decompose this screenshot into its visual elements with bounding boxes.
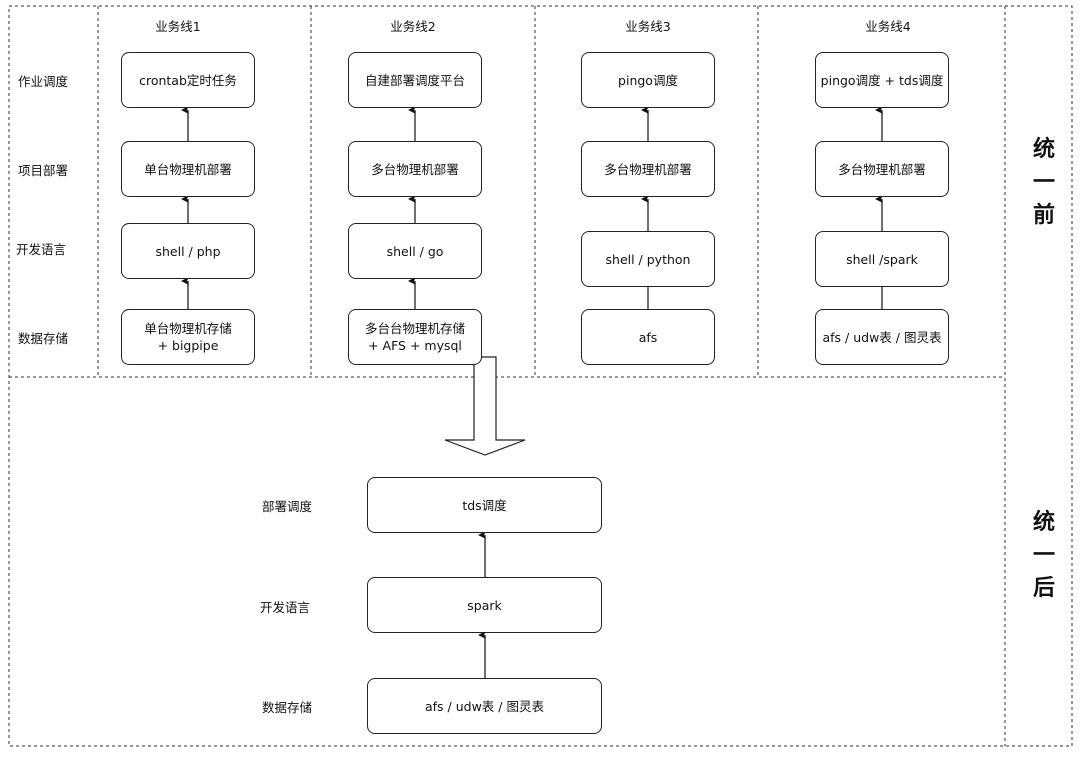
node: shell / go <box>348 223 482 279</box>
node: 多台物理机部署 <box>348 141 482 197</box>
node: 多台台物理机存储 + AFS + mysql <box>348 309 482 365</box>
side-char: 一 <box>1032 170 1055 195</box>
lane-title: 业务线2 <box>390 19 436 34</box>
node: pingo调度 <box>581 52 715 108</box>
node: 多台物理机部署 <box>815 141 949 197</box>
row-label: 数据存储 <box>262 700 313 715</box>
node: tds调度 <box>367 477 602 533</box>
row-label: 开发语言 <box>16 242 67 257</box>
lane-title: 业务线4 <box>865 19 911 34</box>
node: spark <box>367 577 602 633</box>
section-label-after: 统 一 后 <box>1030 506 1058 605</box>
side-char: 后 <box>1032 576 1055 601</box>
side-char: 前 <box>1032 203 1055 228</box>
node: shell / python <box>581 231 715 287</box>
node: afs / udw表 / 图灵表 <box>367 678 602 734</box>
node: afs / udw表 / 图灵表 <box>815 309 949 365</box>
row-label: 数据存储 <box>18 331 69 346</box>
row-label: 项目部署 <box>18 163 69 178</box>
side-char: 一 <box>1032 543 1055 568</box>
node: crontab定时任务 <box>121 52 255 108</box>
node: 多台物理机部署 <box>581 141 715 197</box>
node: pingo调度 + tds调度 <box>815 52 949 108</box>
lane-title: 业务线3 <box>625 19 671 34</box>
node: shell / php <box>121 223 255 279</box>
node: afs <box>581 309 715 365</box>
side-char: 统 <box>1032 137 1055 162</box>
node: 单台物理机存储 + bigpipe <box>121 309 255 365</box>
node: 自建部署调度平台 <box>348 52 482 108</box>
big-down-arrow-icon <box>444 356 526 456</box>
lane-title: 业务线1 <box>155 19 201 34</box>
row-label: 部署调度 <box>262 499 313 514</box>
node: shell /spark <box>815 231 949 287</box>
row-label: 开发语言 <box>260 600 311 615</box>
node: 单台物理机部署 <box>121 141 255 197</box>
section-label-before: 统 一 前 <box>1030 133 1058 232</box>
side-char: 统 <box>1032 510 1055 535</box>
row-label: 作业调度 <box>18 74 69 89</box>
dashed-frame <box>8 5 1073 747</box>
